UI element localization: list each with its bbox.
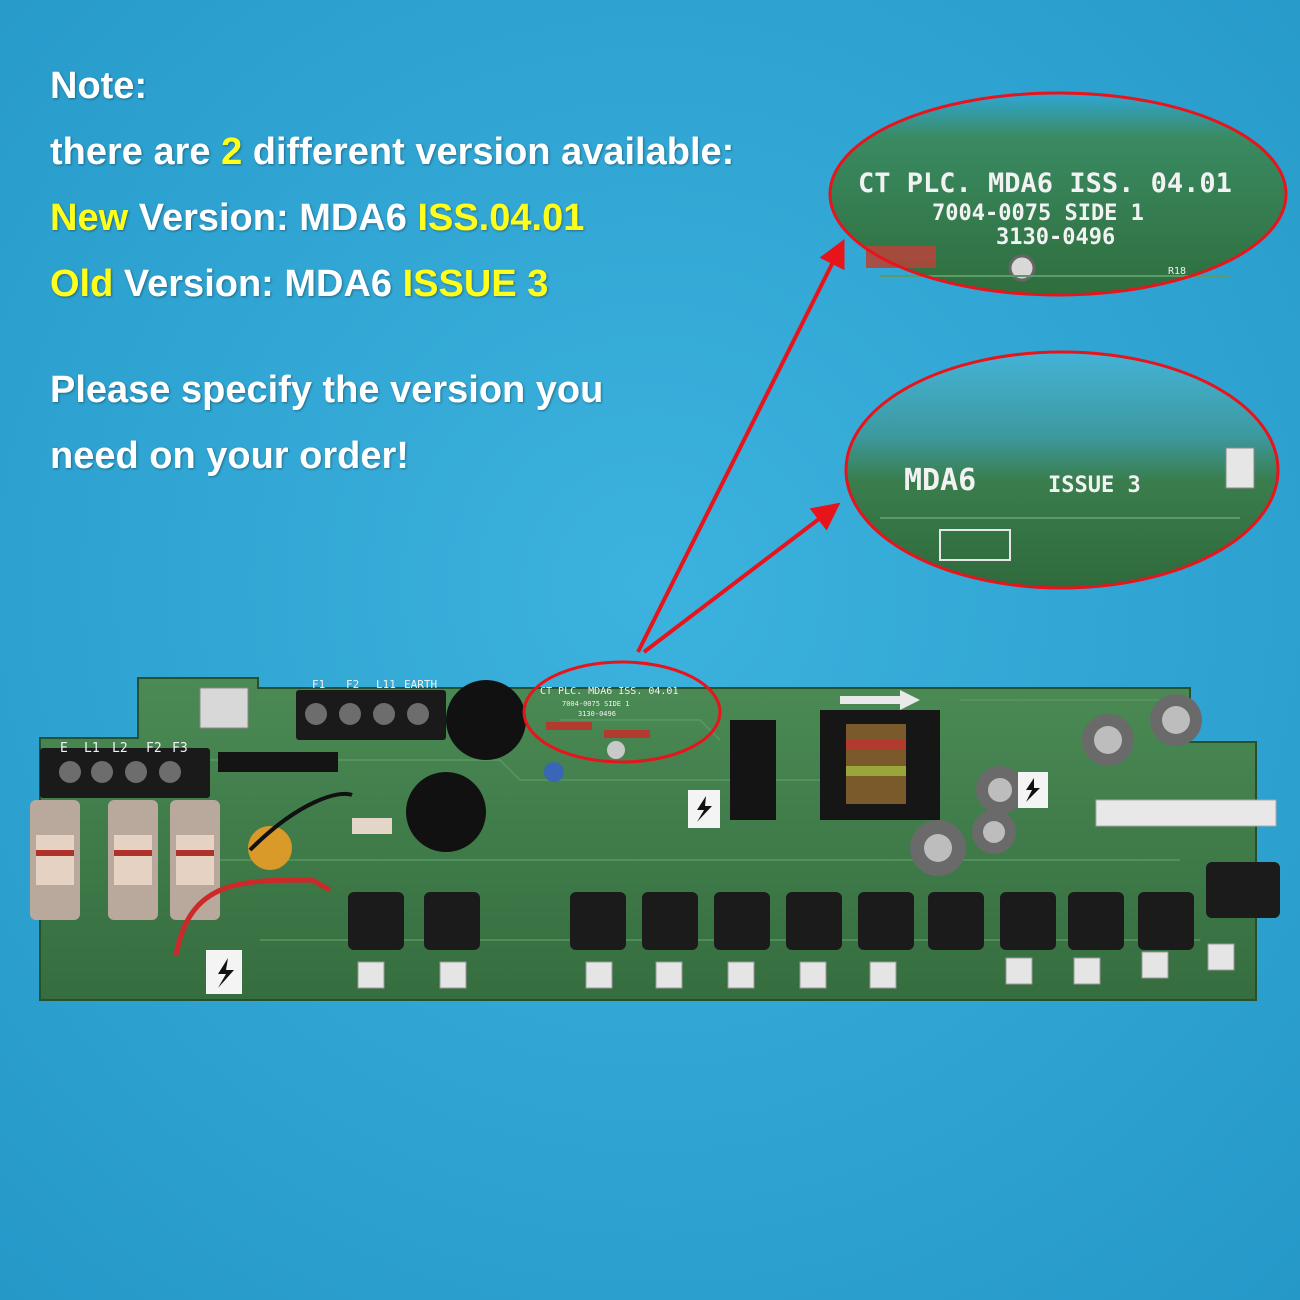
circuit-board: E L1 L2 F2 F3 F1 F2 L11 EARTH CT PLC. MD… <box>30 677 1280 1001</box>
terminal-label-f1-top: F1 <box>312 678 325 691</box>
zoom-new-line1: CT PLC. MDA6 ISS. 04.01 <box>858 168 1232 199</box>
note-versions-line: there are 2 different version available: <box>50 131 735 173</box>
zoom-new-version: CT PLC. MDA6 ISS. 04.01 7004-0075 SIDE 1… <box>828 91 1288 297</box>
request-line-2: need on your order! <box>50 435 409 477</box>
terminal-label-earth-top: EARTH <box>404 678 437 691</box>
board-silk-sub1: 7004-0075 SIDE 1 <box>562 700 629 708</box>
board-silk-sub2: 3130-0496 <box>578 710 616 718</box>
new-label: New <box>50 197 129 239</box>
zoom-new-ref: R18 <box>1168 266 1186 277</box>
board-silk-label: CT PLC. MDA6 ISS. 04.01 <box>540 686 678 697</box>
old-version-code: ISSUE 3 <box>402 263 549 305</box>
new-version-line: New Version: MDA6 ISS.04.01 <box>50 197 585 239</box>
request-line-1: Please specify the version you <box>50 369 604 411</box>
terminal-label-f2-top: F2 <box>346 678 359 691</box>
terminal-label-f3: F3 <box>172 741 188 756</box>
old-label: Old <box>50 263 114 305</box>
note-title: Note: <box>50 65 148 107</box>
highlight-ellipse-board <box>522 660 722 764</box>
zoom-new-line3: 3130-0496 <box>996 225 1115 250</box>
arrow-to-old-version <box>642 502 841 654</box>
terminal-label-l2: L2 <box>112 741 128 756</box>
old-version-line: Old Version: MDA6 ISSUE 3 <box>50 263 549 305</box>
zoom-old-issue: ISSUE 3 <box>1048 473 1141 498</box>
arrow-to-new-version <box>636 238 845 653</box>
zoom-old-version: MDA6 ISSUE 3 <box>844 350 1280 590</box>
terminal-label-l11-top: L11 <box>376 678 396 691</box>
zoom-old-model: MDA6 <box>904 463 976 498</box>
version-count: 2 <box>221 131 243 173</box>
new-version-code: ISS.04.01 <box>417 197 585 239</box>
terminal-label-e: E <box>60 741 68 756</box>
terminal-label-f2: F2 <box>146 741 162 756</box>
terminal-label-l1: L1 <box>84 741 100 756</box>
zoom-new-line2: 7004-0075 SIDE 1 <box>932 201 1144 226</box>
